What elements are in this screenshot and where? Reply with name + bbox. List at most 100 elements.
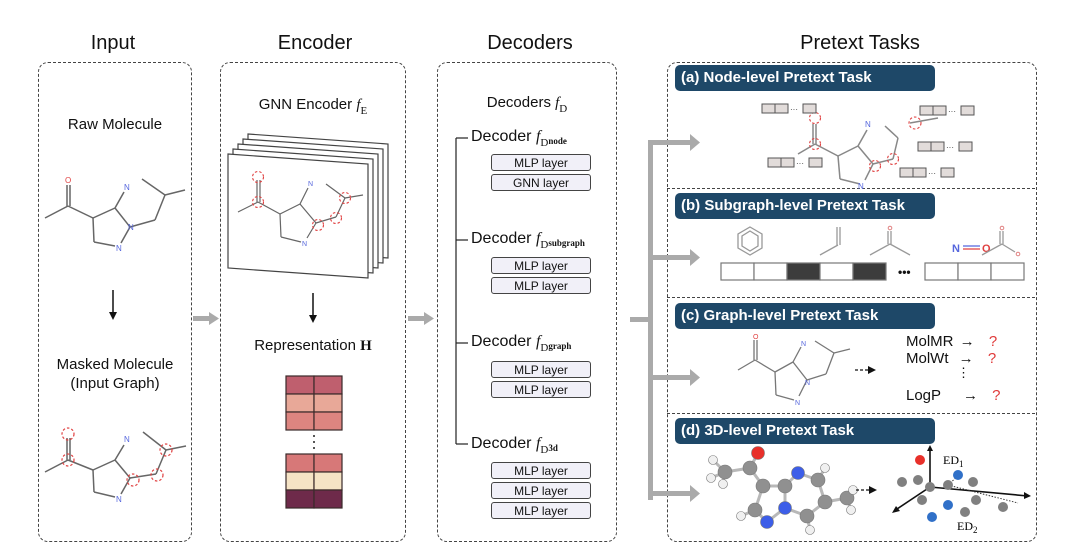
decoder-3d-layer-3: MLP layer <box>491 502 591 519</box>
ellipsis-dot <box>313 441 315 443</box>
svg-text:···: ··· <box>790 105 798 114</box>
embedding-point <box>943 500 953 510</box>
ester-fragment <box>981 231 1016 256</box>
atom-N <box>778 501 792 515</box>
nitrogen-atom: N <box>858 182 864 191</box>
node-feature-vector: ··· <box>761 103 817 114</box>
gnn-encoder-text: GNN Encoder <box>258 96 353 113</box>
decoder-3d-subsub: 3d <box>548 443 558 453</box>
carbonyl-fragment <box>869 231 911 256</box>
down-arrow-icon <box>109 290 117 320</box>
atom-C <box>839 490 855 506</box>
property-name: MolMR <box>906 333 954 350</box>
embedding-point <box>971 495 981 505</box>
fingerprint-bit <box>957 262 992 281</box>
property-vdots: ⋮ <box>957 365 970 380</box>
atom-H <box>736 511 746 521</box>
embedding-point <box>943 480 953 490</box>
embedding-point <box>953 470 963 480</box>
decoder-3d-text: Decoder <box>471 435 532 452</box>
ellipsis-dot <box>313 435 315 437</box>
decoder-node-layer-2: GNN layer <box>491 174 591 191</box>
representation-label: Representation H <box>220 337 406 355</box>
nitrogen-atom: N <box>128 223 134 232</box>
nitrogen-atom: N <box>302 241 307 248</box>
fingerprint-ellipsis: ••• <box>898 265 911 279</box>
decoder-subgraph-layer-1: MLP layer <box>491 257 591 274</box>
no-fragment-n: N <box>952 243 960 255</box>
atom-C <box>717 464 733 480</box>
masked-molecule-line2: (Input Graph) <box>70 375 160 392</box>
property-molmr: MolMR → ? <box>906 333 997 350</box>
atom-H <box>708 455 718 465</box>
dashed-arrow-icon <box>856 486 877 494</box>
no-fragment-o: O <box>982 243 991 255</box>
task-divider <box>667 297 1035 298</box>
decoder-subgraph-text: Decoder <box>471 230 532 247</box>
decoder-3d-layer-2: MLP layer <box>491 482 591 499</box>
fingerprint-bit <box>924 262 959 281</box>
decoder-node-sub: D <box>540 137 549 149</box>
encoder-symbol: f <box>356 97 361 113</box>
decoders-panel <box>437 62 617 542</box>
decoders-symbol: f <box>555 95 560 111</box>
column-title-encoder: Encoder <box>277 32 353 54</box>
task-header-node-level: (a) Node-level Pretext Task <box>675 65 935 91</box>
node-level-molecule: N N <box>797 111 900 191</box>
decoder-graph-text: Decoder <box>471 333 532 350</box>
graph-level-molecule: O N N N <box>737 334 851 407</box>
benzene-fragment <box>737 226 763 256</box>
decoder-subgraph-layer-2: MLP layer <box>491 277 591 294</box>
mask-circle <box>159 443 173 457</box>
decoder-graph-label: Decoder fDgraph <box>471 333 571 354</box>
nitrogen-atom: N <box>116 244 122 253</box>
decoder-node-text: Decoder <box>471 128 532 145</box>
decoder-3d-symbol: f <box>535 435 541 452</box>
decoder-graph-sub: D <box>540 342 549 354</box>
property-unknown-value: ? <box>988 333 998 350</box>
atom-H <box>805 525 815 535</box>
nitrogen-atom: N <box>801 341 806 348</box>
representation-matrix <box>285 375 343 509</box>
nitrogen-atom: N <box>805 380 810 387</box>
decoder-subgraph-subsub: subgraph <box>548 238 585 248</box>
embedding-point <box>925 482 935 492</box>
decoder-node-subsub: node <box>548 136 567 146</box>
decoders-text: Decoders <box>486 94 551 111</box>
representation-cell <box>313 393 343 413</box>
representation-cell <box>285 375 315 395</box>
fingerprint-bit <box>753 262 788 281</box>
fingerprint-bit <box>819 262 854 281</box>
representation-text: Representation <box>254 337 356 354</box>
node-feature-vectors: ··············· <box>761 103 975 178</box>
embedding-point <box>968 477 978 487</box>
input-panel <box>38 62 192 542</box>
decoder-3d-label: Decoder fD3d <box>471 435 558 456</box>
nitrogen-atom: N <box>865 120 871 129</box>
property-arrow: → <box>958 350 974 367</box>
mask-circle <box>61 427 75 441</box>
oxygen-atom: O <box>65 176 71 185</box>
representation-cell <box>285 489 315 509</box>
svg-text:···: ··· <box>948 107 956 116</box>
representation-cell <box>313 489 343 509</box>
node-feature-vector: ··· <box>917 141 973 152</box>
column-title-pretext: Pretext Tasks <box>800 32 920 54</box>
nitrogen-atom: N <box>308 181 313 188</box>
decoder-graph-layer-1: MLP layer <box>491 361 591 378</box>
decoder-tree-lines <box>455 137 468 445</box>
property-molwt: MolWt → ? <box>906 350 996 367</box>
representation-cell <box>285 411 315 431</box>
3d-embedding-space: ED1 ED2 <box>892 445 1031 535</box>
fingerprint-bit <box>786 262 821 281</box>
embedding-point <box>998 502 1008 512</box>
decoders-title: Decoders fD <box>437 94 617 115</box>
decoder-3d-sub: D <box>540 444 549 456</box>
mask-circle <box>61 453 75 467</box>
task-divider <box>667 413 1035 414</box>
methyl-bond <box>909 117 939 124</box>
atom-C <box>777 478 793 494</box>
representation-cell <box>313 375 343 395</box>
representation-cell <box>313 411 343 431</box>
decoder-subgraph-sub: D <box>540 239 549 251</box>
